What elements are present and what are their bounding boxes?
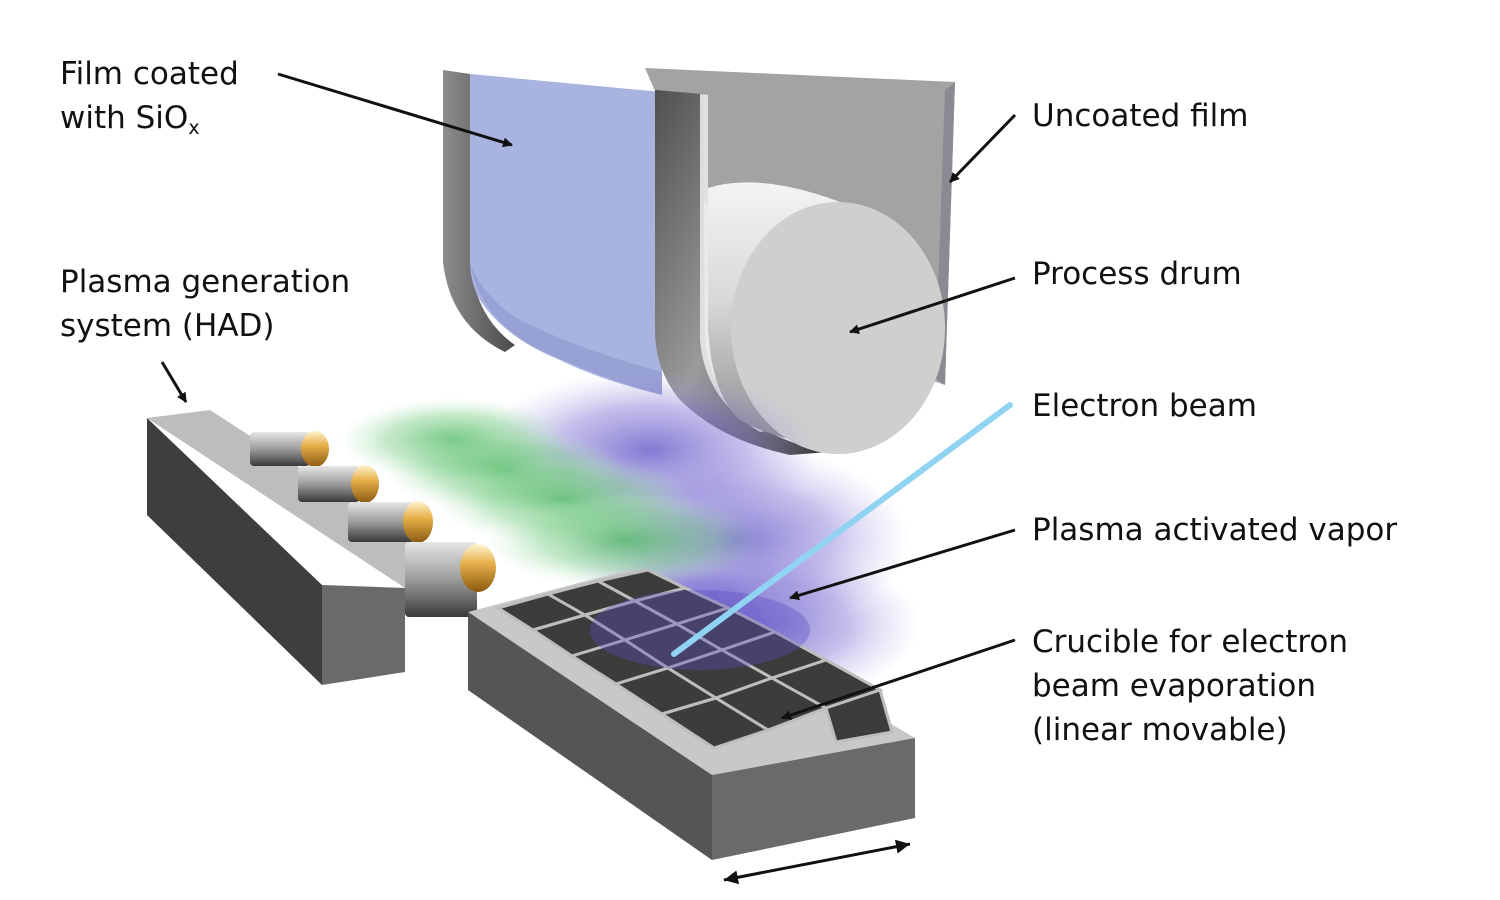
nozzle-1 xyxy=(250,431,329,467)
label-uncoated-film-text: Uncoated film xyxy=(1032,98,1249,134)
nozzle-3 xyxy=(348,501,433,543)
label-film-coated-line1: Film coated xyxy=(60,56,239,92)
label-crucible-line2: beam evaporation xyxy=(1032,668,1316,704)
label-crucible-line3: (linear movable) xyxy=(1032,712,1288,748)
label-crucible: Crucible for electron beam evaporation (… xyxy=(1032,620,1348,752)
had-end xyxy=(322,585,405,685)
arrow-icon xyxy=(849,276,1016,334)
film-drum-assembly xyxy=(443,68,955,455)
callout-arrows xyxy=(160,72,1017,720)
nozzle-2 xyxy=(298,465,379,503)
coated-film-edge xyxy=(443,70,515,352)
arrow-icon xyxy=(789,528,1016,601)
label-plasma-generation-line1: Plasma generation xyxy=(60,264,351,300)
label-plasma-vapor-text: Plasma activated vapor xyxy=(1032,512,1398,548)
label-film-coated-prefix: with SiO xyxy=(60,100,189,136)
film-wrap-curve xyxy=(655,90,828,455)
label-crucible-line1: Crucible for electron xyxy=(1032,624,1349,660)
crucible-vapor-tint xyxy=(590,590,810,670)
crucible-front xyxy=(712,738,915,860)
arrow-icon xyxy=(781,638,1016,720)
label-plasma-generation: Plasma generation system (HAD) xyxy=(60,260,350,348)
double-arrow-icon xyxy=(723,839,911,885)
label-electron-beam: Electron beam xyxy=(1032,384,1257,428)
arrow-icon xyxy=(160,361,188,403)
label-film-coated-subscript: x xyxy=(188,117,200,139)
had-side xyxy=(147,418,322,685)
label-film-coated-line2: with SiOx xyxy=(60,96,239,150)
film-wrap-highlight xyxy=(700,94,770,432)
label-film-coated: Film coated with SiOx xyxy=(60,52,239,150)
coated-film-shadow xyxy=(470,262,662,395)
plasma-generation-system xyxy=(147,410,496,685)
process-drum-face xyxy=(731,202,945,454)
label-process-drum: Process drum xyxy=(1032,252,1242,296)
arrow-icon xyxy=(948,113,1017,184)
electron-beam-ray xyxy=(671,402,1013,657)
plasma-green-4 xyxy=(485,492,765,588)
label-process-drum-text: Process drum xyxy=(1032,256,1242,292)
coated-film-surface xyxy=(470,74,662,395)
arrow-icon xyxy=(277,72,513,148)
crucible-side xyxy=(468,612,712,860)
crucible-assembly xyxy=(468,568,915,860)
label-uncoated-film: Uncoated film xyxy=(1032,94,1248,138)
crucible-tiles xyxy=(494,568,894,750)
label-electron-beam-text: Electron beam xyxy=(1032,388,1257,424)
label-plasma-vapor: Plasma activated vapor xyxy=(1032,508,1397,552)
nozzle-4 xyxy=(405,542,496,617)
label-plasma-generation-line2: system (HAD) xyxy=(60,308,275,344)
